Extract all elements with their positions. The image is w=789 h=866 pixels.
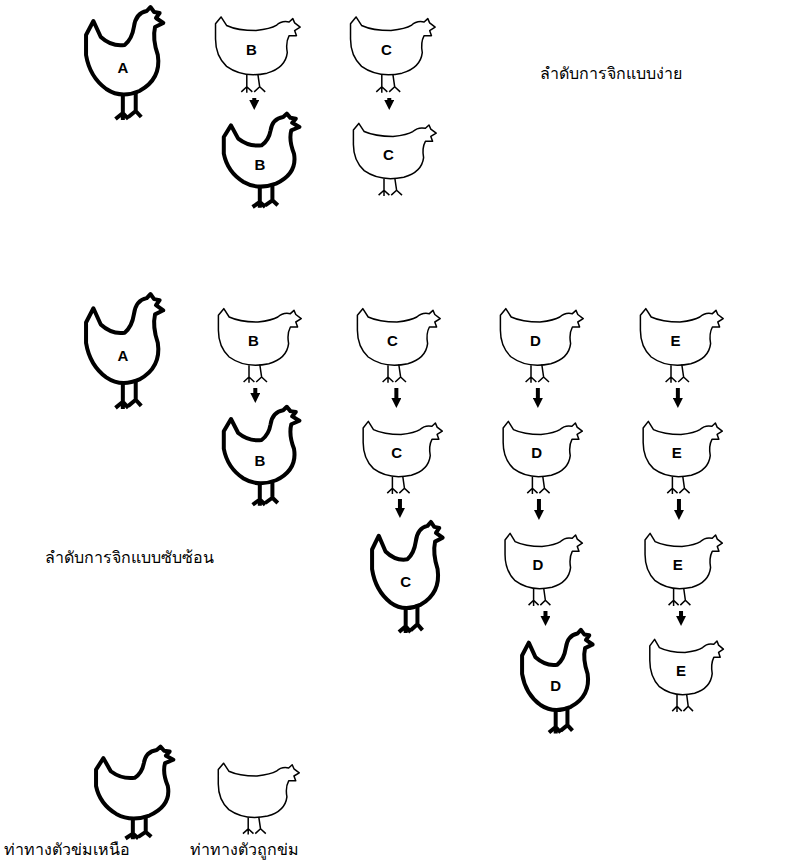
dominant-hen: C (362, 520, 446, 638)
submissive-hen: C (348, 112, 438, 200)
hen-letter: A (117, 348, 128, 363)
submissive-hen: D (498, 410, 584, 498)
peck-arrow (394, 388, 398, 403)
hen-letter: B (254, 157, 265, 172)
hen-letter: B (254, 452, 265, 467)
hen-letter: D (531, 445, 542, 460)
caption-label: ลำดับการจิกแบบง่าย (540, 64, 682, 83)
dominant-hen: D (512, 628, 596, 738)
hen-letter: E (676, 663, 686, 678)
submissive-hen: C (345, 5, 437, 97)
hen-letter: E (672, 445, 682, 460)
submissive-hen (218, 763, 299, 834)
submissive-hen: E (640, 522, 724, 610)
peck-arrow (253, 388, 257, 398)
hen-letter: D (550, 678, 561, 693)
hen-letter: E (673, 557, 683, 572)
dominant-hen: B (213, 405, 303, 510)
hen-letter: D (532, 557, 543, 572)
dominant-hen: A (75, 5, 167, 125)
submissive-hen: B (210, 5, 302, 97)
hen-letter: E (670, 333, 680, 348)
dominant-hen: A (75, 292, 167, 414)
peck-arrow (676, 388, 680, 403)
peck-arrow (543, 611, 547, 621)
hen-letter: B (246, 42, 257, 57)
peck-arrow (679, 611, 683, 621)
hen-letter: D (530, 333, 541, 348)
submissive-hen: C (352, 297, 442, 387)
peck-arrow (398, 499, 402, 513)
hen-letter: C (381, 42, 392, 57)
peck-arrow (537, 499, 541, 515)
hen-letter: B (248, 333, 259, 348)
submissive-hen: E (645, 628, 725, 716)
hen-letter: C (383, 147, 394, 162)
dominant-hen (96, 747, 173, 840)
submissive-hen: D (500, 522, 584, 610)
peck-arrow (387, 98, 391, 105)
submissive-hen: C (358, 410, 444, 498)
caption-label: ท่าทางตัวถูกข่ม (190, 840, 299, 859)
hen-letter: A (117, 60, 128, 75)
submissive-hen: B (213, 297, 303, 387)
caption-label: ท่าทางตัวข่มเหนือ (4, 840, 130, 859)
submissive-hen: E (635, 297, 725, 387)
caption-label: ลำดับการจิกแบบซับซ้อน (45, 548, 214, 567)
submissive-hen: D (495, 297, 585, 387)
submissive-hen: E (638, 410, 724, 498)
peck-arrow (536, 388, 540, 403)
hen-letter: C (387, 333, 398, 348)
dominant-hen: B (213, 112, 303, 212)
peck-arrow (677, 499, 681, 515)
hen-letter: C (391, 445, 402, 460)
hen-letter: C (400, 574, 411, 589)
peck-arrow (252, 98, 256, 105)
